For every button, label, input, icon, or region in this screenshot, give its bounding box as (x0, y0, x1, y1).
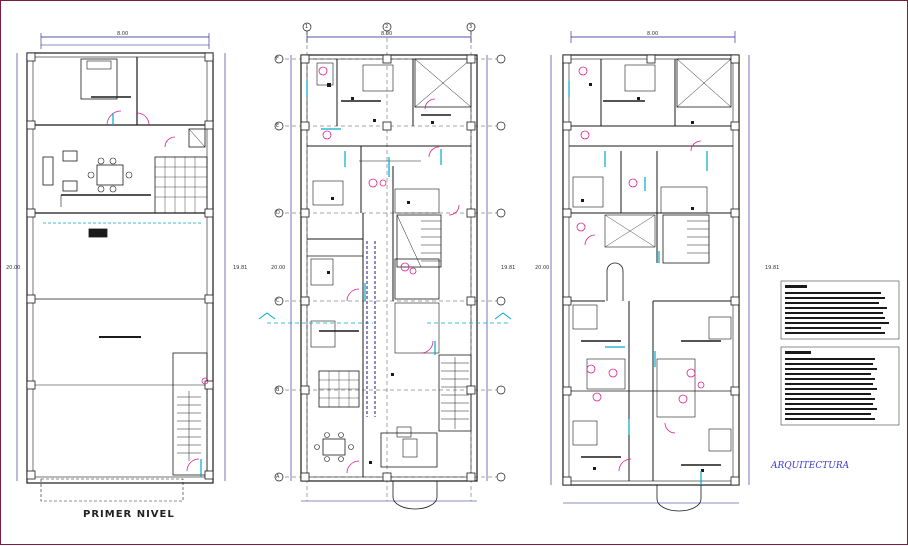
grid-label-d: D (276, 210, 280, 216)
plan-title-primer-nivel: PRIMER NIVEL (83, 509, 175, 520)
dim-side-plan2: 19.81 (501, 265, 516, 271)
dim-side-plan1: 19.81 (233, 265, 248, 271)
dim-length-plan1: 20.00 (6, 265, 21, 271)
dim-length-plan3: 20.00 (535, 265, 550, 271)
plan-primer-nivel (16, 33, 226, 502)
dim-width-plan1: 8.00 (117, 31, 129, 37)
plan1-doors (106, 110, 209, 472)
dim-length-plan2: 20.00 (271, 265, 286, 271)
grid-label-c: C (276, 298, 280, 304)
plan2-cyan (258, 81, 512, 355)
dim-side-plan3: 19.81 (765, 265, 780, 271)
plan-tercer-nivel (550, 31, 750, 512)
plan3-cyan (568, 81, 708, 485)
plan1-cyan (112, 113, 202, 477)
plan2-blue-dashes (366, 241, 376, 417)
schedule-tables (780, 280, 900, 426)
grid-bubbles (274, 22, 506, 482)
grid-label-f: F (276, 56, 279, 62)
grid-label-a: A (276, 474, 280, 480)
plan2-doors (318, 66, 460, 474)
grid-label-1: 1 (305, 24, 309, 30)
plan3-doors (576, 66, 705, 472)
grid-label-3: 3 (469, 24, 473, 30)
grid-label-b: B (276, 387, 280, 393)
plan-title-arquitectura: ARQUITECTURA (771, 461, 850, 471)
plan-segundo-nivel (285, 31, 497, 510)
grid-label-2: 2 (385, 24, 389, 30)
grid-label-e: E (276, 123, 280, 129)
dim-width-plan3: 8.00 (647, 31, 659, 37)
dim-width-plan2: 8.00 (381, 31, 393, 37)
